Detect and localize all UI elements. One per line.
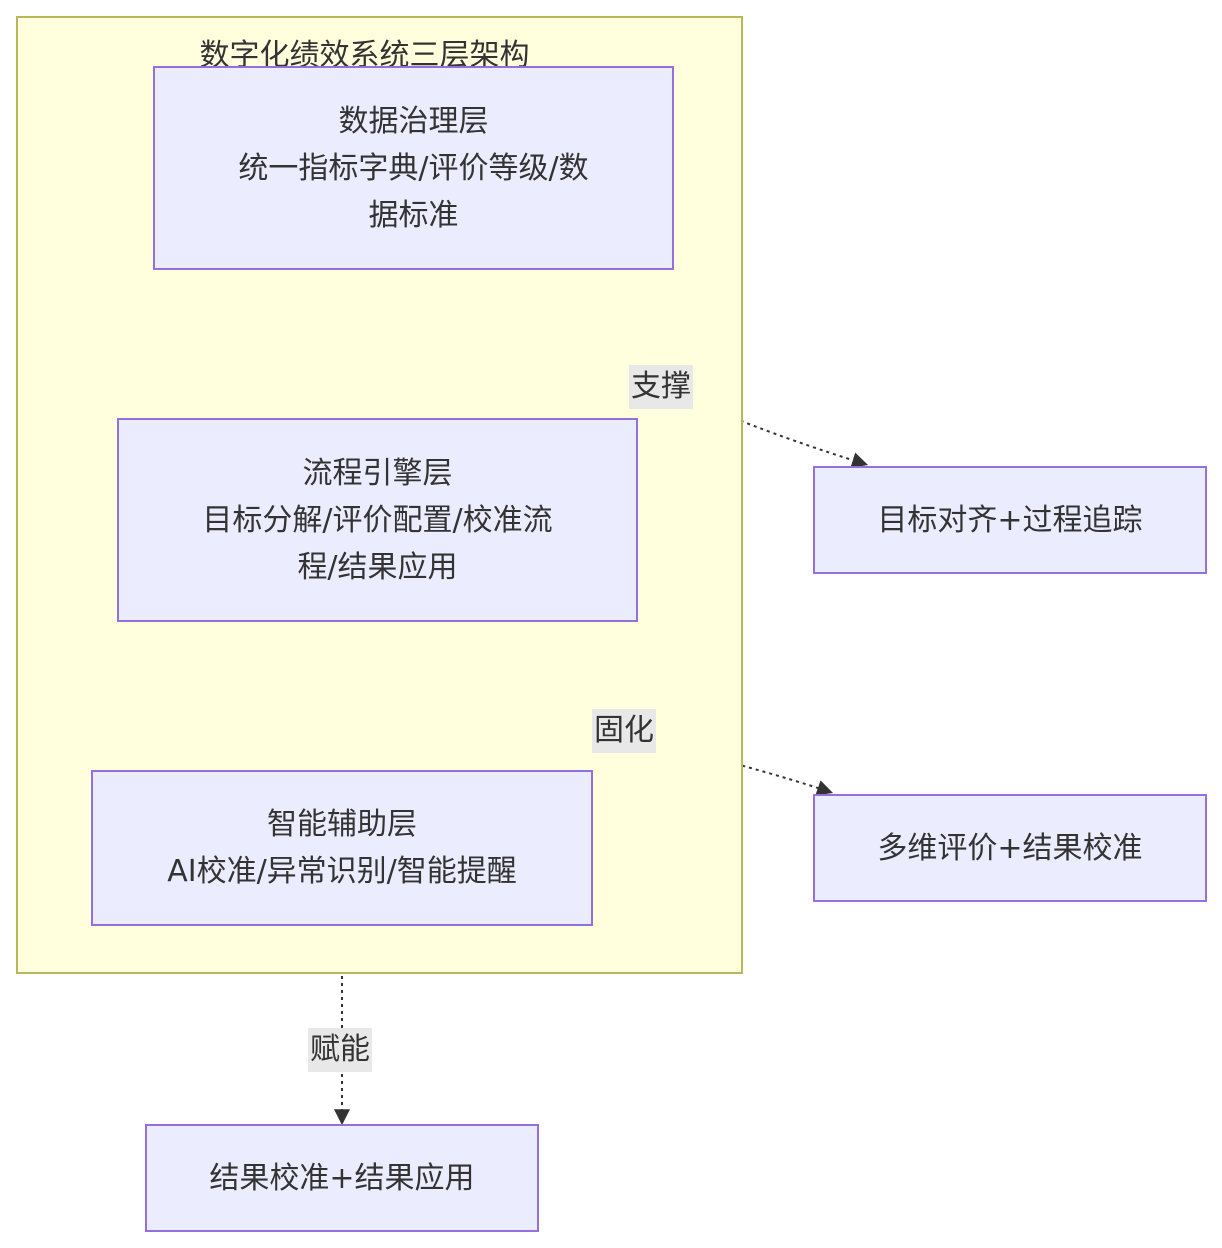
result-application-node[interactable]: 结果校准+结果应用 — [145, 1124, 539, 1232]
node-label: 结果校准+结果应用 — [209, 1160, 475, 1196]
process-engine-layer-node[interactable]: 流程引擎层 目标分解/评价配置/校准流 程/结果应用 — [117, 418, 638, 622]
ai-assist-layer-node[interactable]: 智能辅助层 AI校准/异常识别/智能提醒 — [91, 770, 593, 926]
node-text: AI校准/异常识别/智能提醒 — [167, 854, 517, 889]
empower-edge-label: 赋能 — [308, 1028, 372, 1072]
node-title: 流程引擎层 — [302, 455, 453, 491]
node-label: 多维评价+结果校准 — [877, 830, 1143, 866]
goal-alignment-node[interactable]: 目标对齐+过程追踪 — [813, 466, 1207, 574]
data-governance-layer-node[interactable]: 数据治理层 统一指标字典/评价等级/数 据标准 — [153, 66, 674, 270]
node-text: 统一指标字典/评价等级/数 — [238, 150, 589, 186]
node-title: 数据治理层 — [338, 103, 489, 139]
node-label: 目标对齐+过程追踪 — [877, 502, 1143, 538]
node-title: 智能辅助层 — [267, 807, 417, 842]
multi-evaluation-node[interactable]: 多维评价+结果校准 — [813, 794, 1207, 902]
support-edge-label: 支撑 — [629, 365, 693, 409]
node-text: 据标准 — [368, 197, 459, 233]
node-text: 目标分解/评价配置/校准流 — [202, 502, 553, 538]
node-text: 程/结果应用 — [297, 549, 458, 585]
solidify-edge-label: 固化 — [592, 709, 656, 753]
